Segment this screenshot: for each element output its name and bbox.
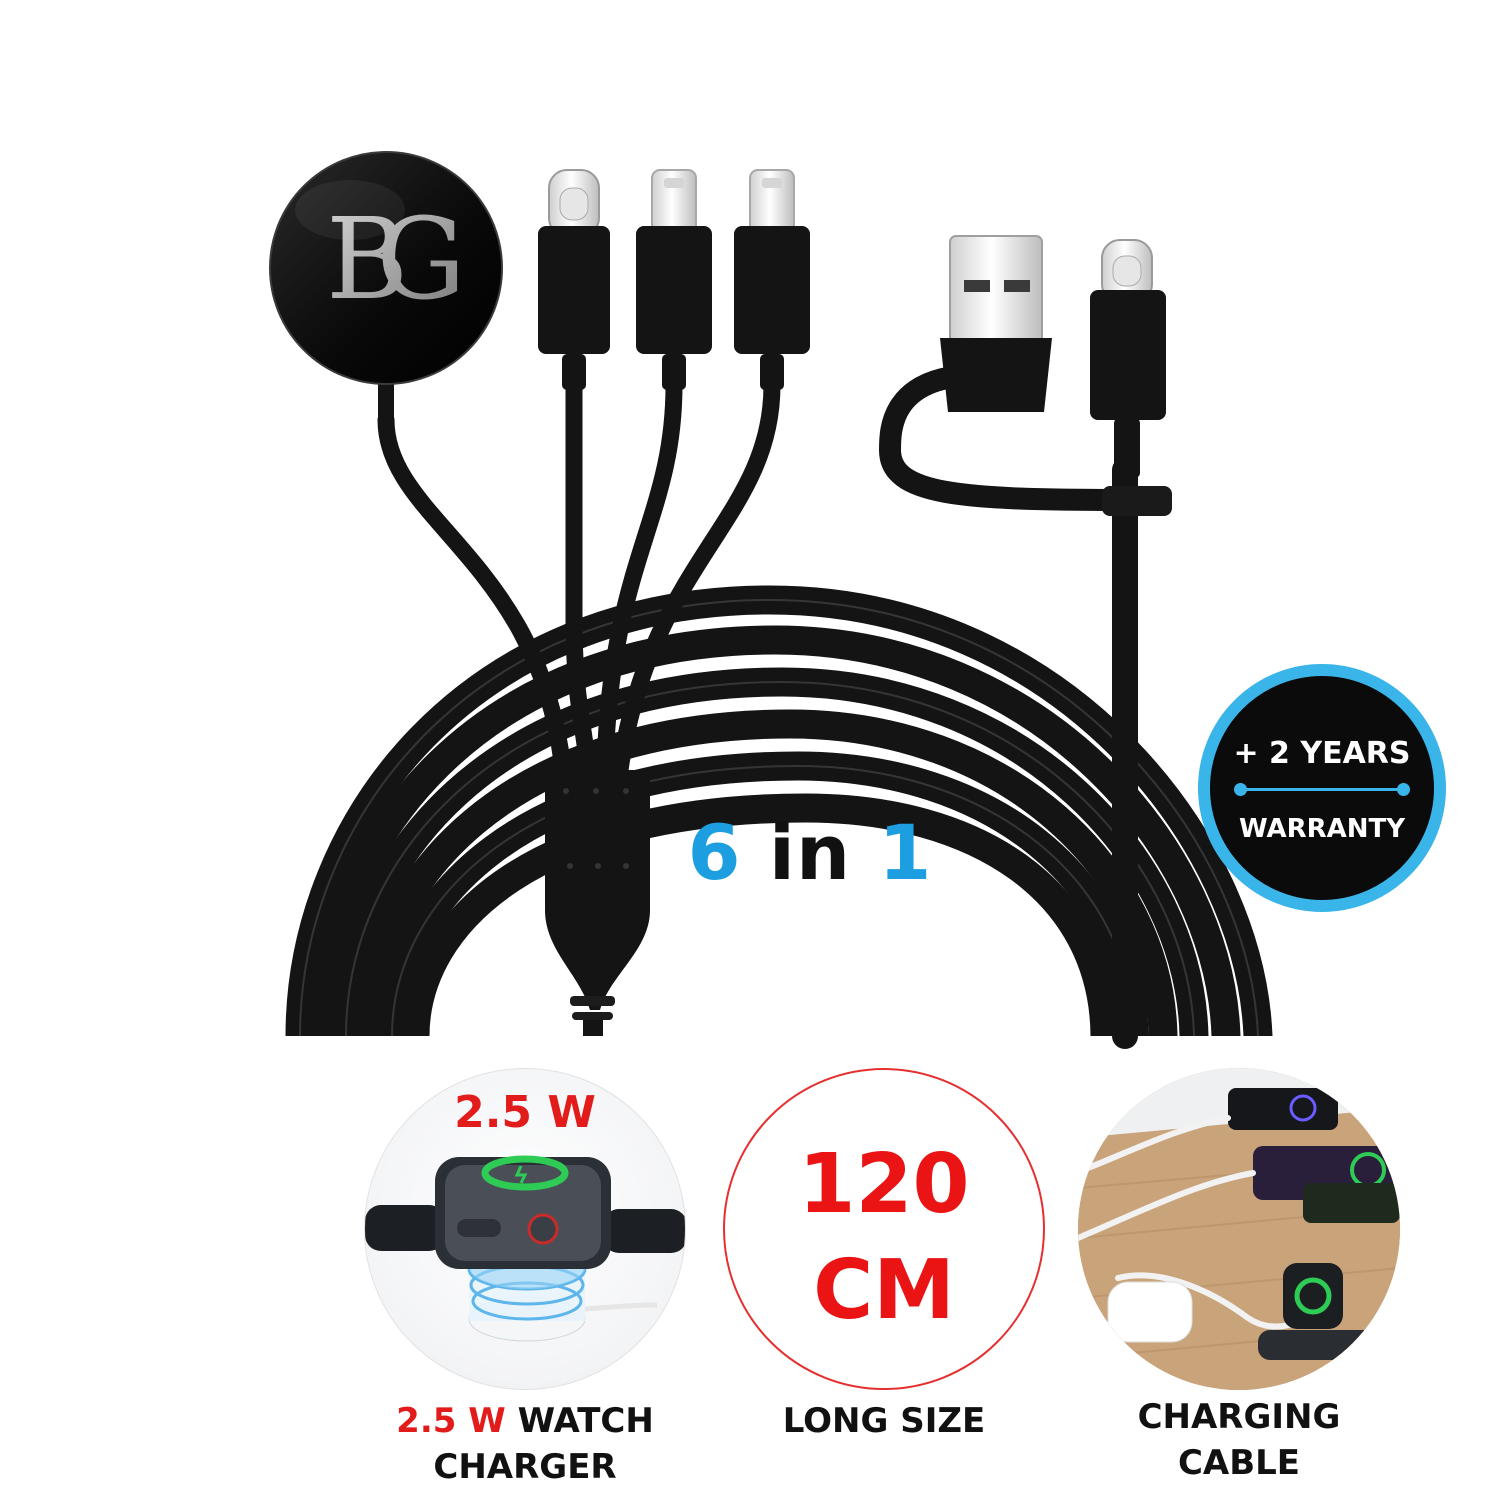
cable-length-badge: 120 CM: [723, 1068, 1045, 1390]
usb-a-connector: [940, 235, 1052, 412]
lightning-connector-2: [734, 169, 810, 390]
headline: 6 in 1: [0, 808, 1512, 897]
warranty-badge: + 2 YEARS WARRANTY: [1198, 664, 1446, 912]
caption-watch: WATCH: [505, 1401, 654, 1441]
charging-cable-caption: CHARGING CABLE: [1078, 1394, 1400, 1486]
headline-in: in: [741, 808, 879, 897]
length-number: 120: [798, 1137, 970, 1232]
length-unit: CM: [813, 1243, 955, 1338]
warranty-label: WARRANTY: [1238, 814, 1406, 844]
devices-charging-photo: [1078, 1068, 1400, 1390]
cable-clip: [1102, 486, 1172, 516]
branch-cables: [377, 376, 781, 779]
caption-charger: CHARGER: [433, 1447, 617, 1487]
watch-charger-puck: BG: [269, 151, 503, 422]
coiled-cable: [285, 585, 1273, 1036]
watch-charger-caption: 2.5 W WATCH CHARGER: [330, 1398, 720, 1490]
watch-charger-badge: 2.5 W: [364, 1068, 686, 1390]
warranty-years: + 2 YEARS: [1233, 736, 1411, 771]
usb-c-input-connector: [1090, 239, 1166, 478]
long-size-caption: LONG SIZE: [782, 1401, 986, 1441]
cable-splitter: [545, 770, 650, 1036]
warranty-divider: [1234, 783, 1410, 796]
charging-cable-photo: [1078, 1068, 1400, 1390]
lightning-connector-1: [636, 169, 712, 390]
headline-number: 6: [687, 808, 742, 897]
caption-charging: CHARGING: [1137, 1397, 1341, 1437]
input-cable: [878, 364, 1138, 1049]
watt-label: 2.5 W: [454, 1087, 596, 1138]
cable-length-value: 120 CM: [725, 1132, 1043, 1344]
watch-charger-icon: [365, 1155, 685, 1342]
caption-cable: CABLE: [1177, 1443, 1301, 1483]
usb-c-connector: [538, 169, 610, 390]
caption-wattage: 2.5 W: [396, 1401, 506, 1441]
headline-one: 1: [878, 808, 933, 897]
